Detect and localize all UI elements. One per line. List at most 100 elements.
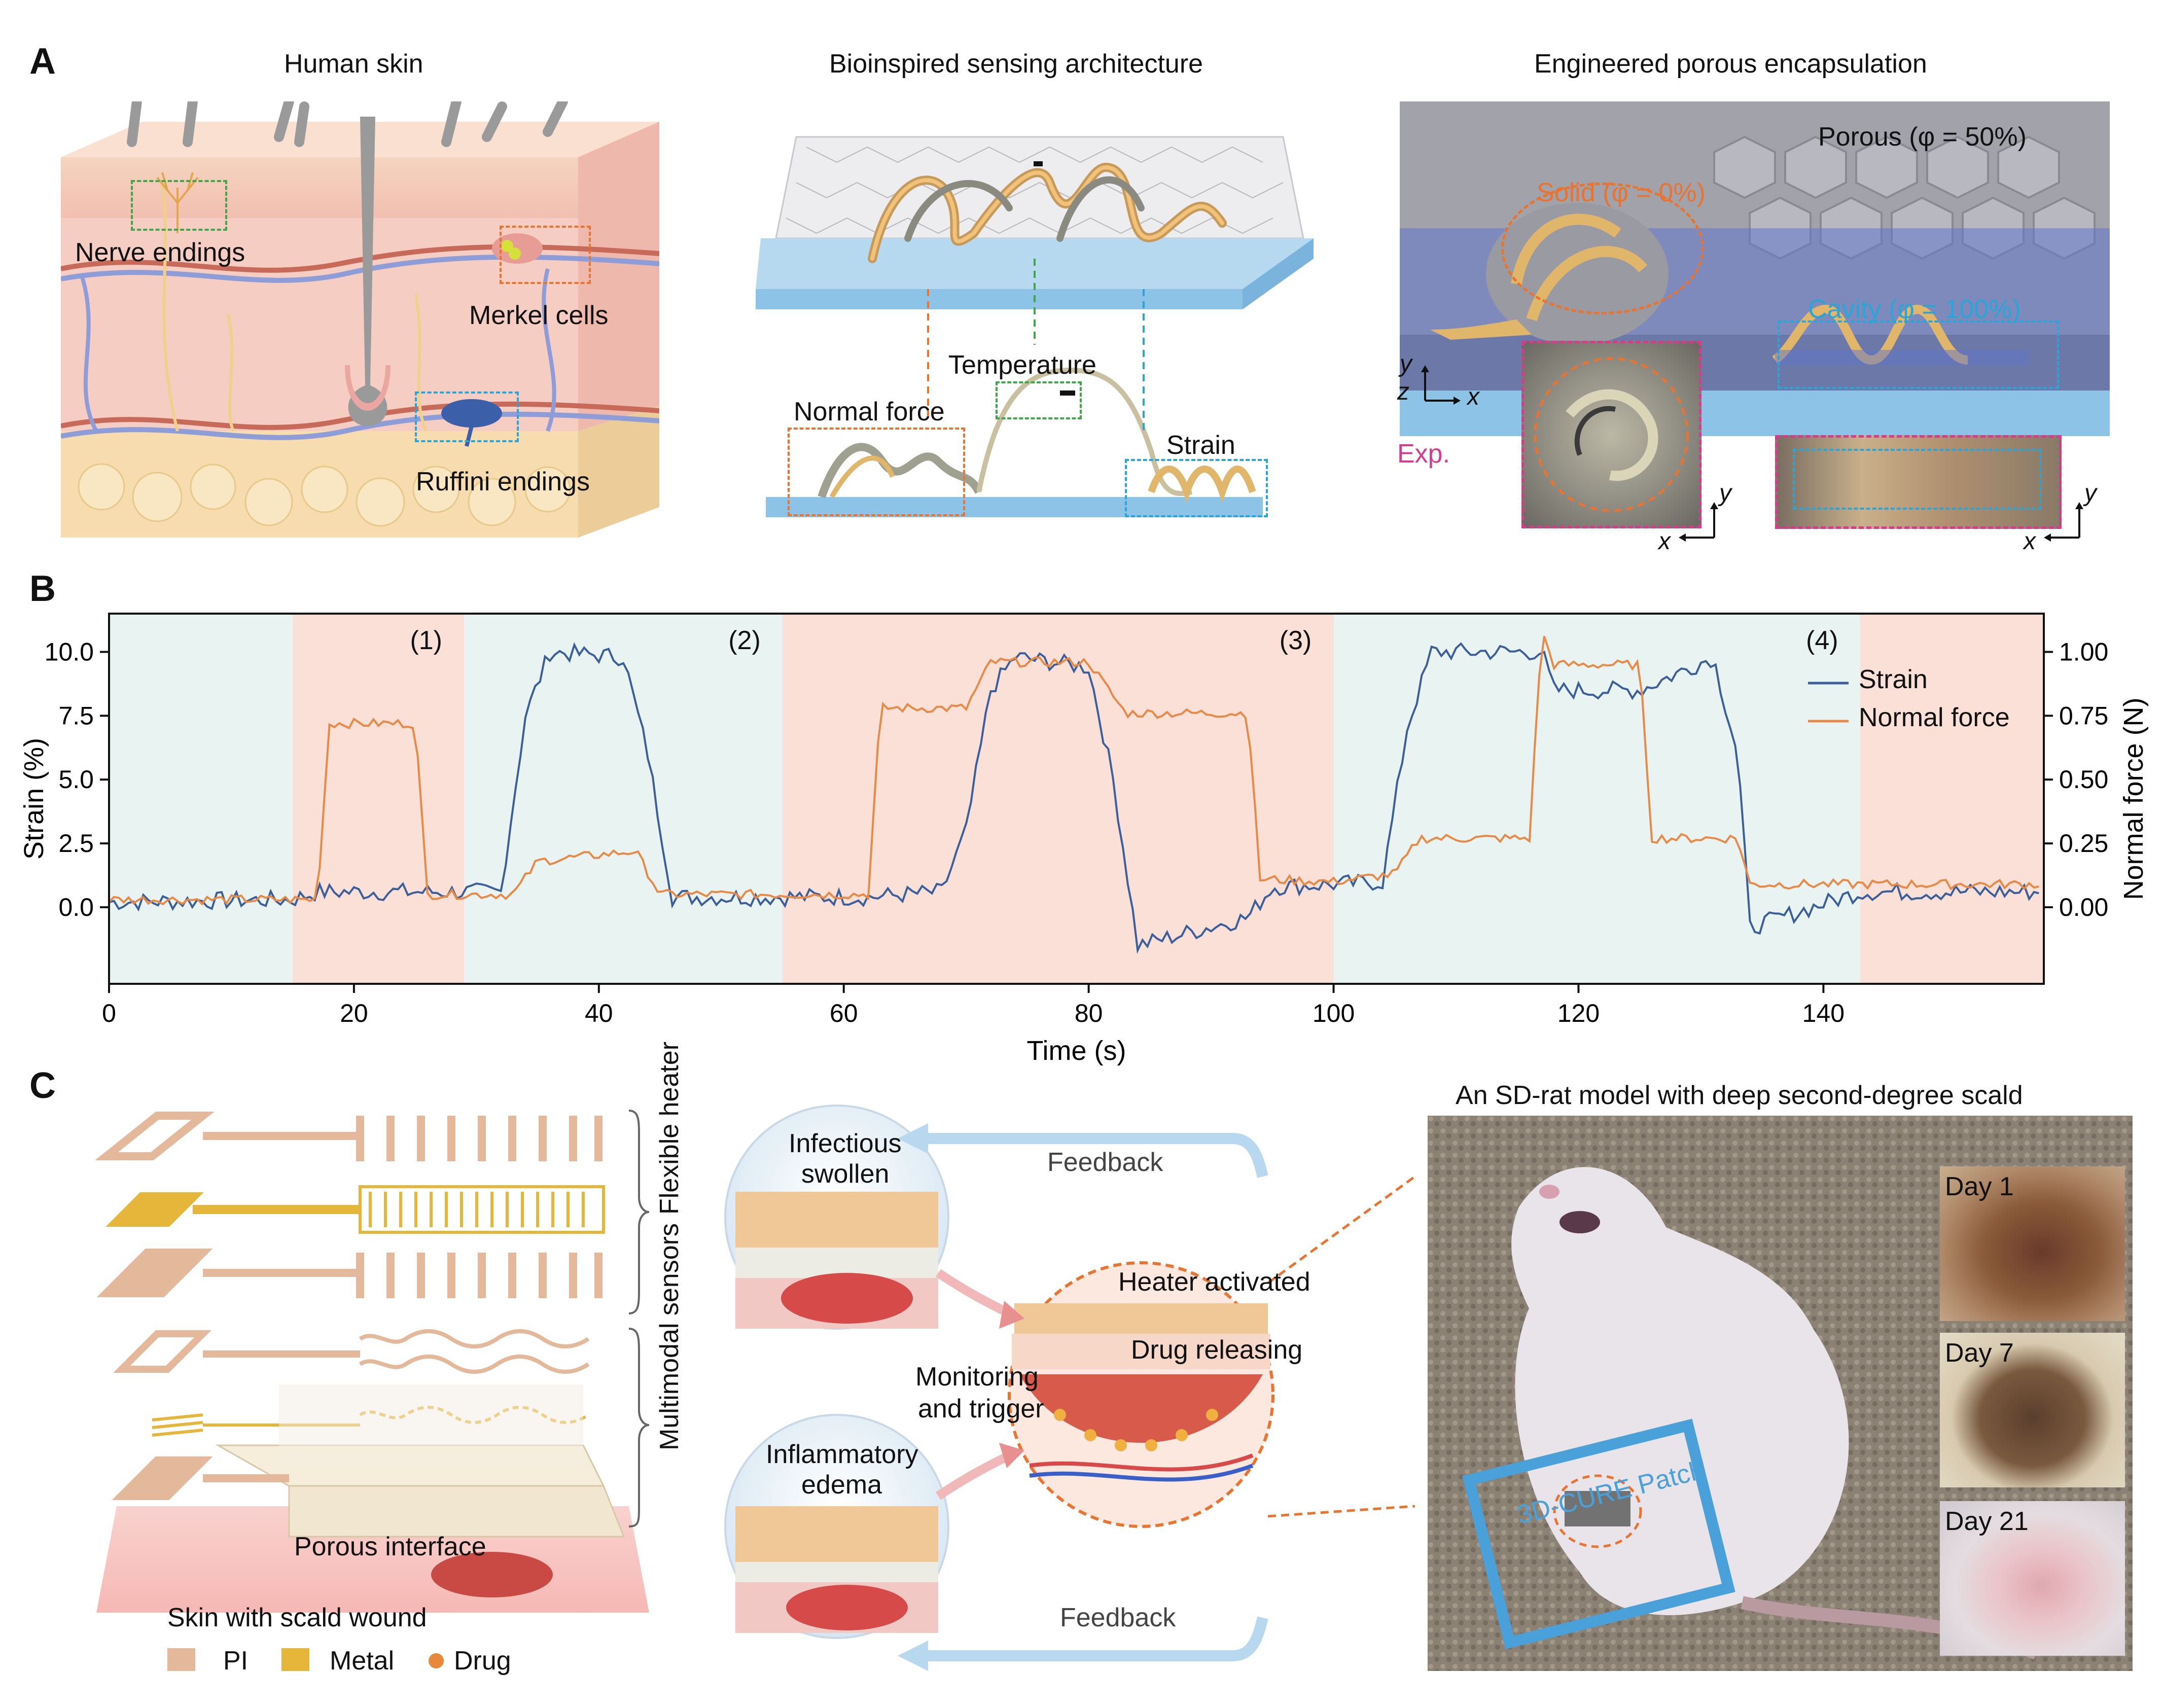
sensing-connectors [927, 259, 1145, 431]
porous-label: Porous (φ = 50%) [1818, 122, 2027, 152]
temperature-label: Temperature [948, 350, 1096, 380]
nerve-endings-label: Nerve endings [75, 238, 245, 267]
ruffini-endings-label: Ruffini endings [416, 467, 590, 496]
axis-x-label: x [1467, 383, 1479, 410]
skin-wound-label: Skin with scald wound [167, 1603, 427, 1632]
chart-region-label: (4) [1806, 626, 1838, 655]
axis-arrows [1421, 365, 1461, 405]
infectious-label-2: swollen [801, 1159, 890, 1189]
x-tick-label: 20 [340, 999, 368, 1027]
solid-region-ring [1501, 183, 1704, 314]
y2-tick-label: 0.50 [2059, 765, 2108, 794]
sensing-title: Bioinspired sensing architecture [829, 49, 1203, 79]
legend-drug-label: Drug [454, 1646, 511, 1676]
day7-photo [1940, 1333, 2125, 1487]
feedback-bottom-label: Feedback [1060, 1603, 1176, 1632]
infectious-label-1: Infectious [789, 1129, 902, 1158]
cavity-label: Cavity (φ = 100%) [1808, 295, 2021, 324]
exp-axis-2 [2044, 502, 2083, 542]
legend-force-label: Normal force [1859, 703, 2010, 732]
x-tick-label: 140 [1802, 999, 1845, 1027]
chart-region-5 [1860, 614, 2044, 984]
monitoring-label-1: Monitoring [915, 1362, 1039, 1392]
exp-axis-2-y: y [2084, 480, 2097, 507]
ruffini-box [415, 392, 519, 442]
exp-label: Exp. [1397, 439, 1450, 469]
feedback-top-label: Feedback [1047, 1148, 1163, 1177]
y2-tick-label: 1.00 [2059, 638, 2108, 666]
legend-metal-swatch [281, 1648, 309, 1671]
x-tick-label: 0 [102, 999, 116, 1027]
series-line-normal-force [108, 635, 2039, 906]
day21-label: Day 21 [1945, 1507, 2029, 1536]
x-tick-label: 60 [830, 999, 858, 1027]
chart-region-0 [109, 614, 293, 984]
exp-axis-1 [1679, 502, 1718, 542]
layer-braces [628, 1110, 650, 1527]
y-tick-label: 7.5 [58, 701, 94, 730]
porous-interface-label: Porous interface [294, 1532, 486, 1561]
y-tick-label: 10.0 [45, 638, 94, 666]
x-tick-label: 40 [585, 999, 613, 1027]
legend-pi-label: PI [223, 1646, 249, 1676]
chart-frame [108, 613, 2045, 985]
drug-releasing-label: Drug releasing [1131, 1335, 1303, 1365]
cavity-box [1778, 321, 2059, 389]
x-axis-label: Time (s) [1027, 1036, 1126, 1066]
solid-label: Solid (φ = 0%) [1537, 178, 1706, 207]
nerve-box [131, 180, 227, 231]
monitoring-label-2: and trigger [918, 1394, 1044, 1424]
sensing-illustration [756, 106, 1324, 543]
legend-strain-label: Strain [1859, 665, 1928, 694]
day7-label: Day 7 [1945, 1338, 2014, 1368]
day1-label: Day 1 [1945, 1172, 2014, 1201]
flexible-heater-label: Flexible heater [655, 1041, 684, 1215]
x-tick-label: 120 [1557, 999, 1600, 1027]
exp-axis-1-y: y [1719, 480, 1731, 507]
exp-photo-cavity [1775, 435, 2062, 529]
strain-label: Strain [1166, 431, 1235, 460]
y-tick-label: 0.0 [58, 893, 94, 921]
exp-axis-1-x: x [1658, 528, 1671, 555]
panel-b-label: B [29, 568, 56, 609]
skin-title: Human skin [284, 49, 423, 79]
chart-region-4 [1333, 614, 1860, 984]
inflammatory-label-2: edema [801, 1470, 882, 1500]
chart-region-label: (2) [728, 626, 761, 655]
multimodal-sensors-label: Multimodal sensors [655, 1223, 684, 1450]
y-axis-label: Strain (%) [19, 738, 49, 860]
y2-axis-label: Normal force (N) [2118, 697, 2149, 900]
chart-region-label: (1) [410, 626, 442, 655]
heater-activated-label: Heater activated [1118, 1267, 1310, 1297]
chart-region-3 [783, 614, 1334, 984]
day1-photo [1940, 1166, 2125, 1321]
axis-y-label: y [1400, 350, 1412, 377]
x-tick-label: 100 [1313, 999, 1355, 1027]
encapsulation-title: Engineered porous encapsulation [1534, 49, 1927, 79]
panel-a-label: A [29, 41, 56, 82]
legend-drug-dot [429, 1653, 444, 1668]
normal-force-box [788, 428, 965, 516]
chart-region-1 [293, 614, 465, 984]
day21-photo [1940, 1501, 2125, 1656]
normal-force-label: Normal force [794, 397, 945, 426]
legend-pi-swatch [167, 1648, 195, 1671]
skin-illustration [60, 96, 660, 538]
chart-region-2 [464, 614, 783, 984]
series-line-strain [109, 642, 2039, 954]
y-tick-label: 2.5 [58, 829, 94, 858]
strain-box [1125, 459, 1268, 517]
rat-title: An SD-rat model with deep second-degree … [1456, 1081, 2023, 1110]
y2-tick-label: 0.25 [2059, 829, 2108, 858]
chart-region-label: (3) [1280, 626, 1312, 655]
feedback-diagram [715, 1100, 1416, 1674]
merkel-box [500, 226, 591, 284]
merkel-cells-label: Merkel cells [469, 301, 609, 330]
y2-tick-label: 0.00 [2059, 893, 2108, 921]
legend-metal-label: Metal [330, 1646, 395, 1676]
y-tick-label: 5.0 [58, 765, 94, 794]
inflammatory-label-1: Inflammatory [766, 1440, 918, 1469]
exploded-layers-illustration [76, 1100, 659, 1663]
exp-photo-solid [1521, 341, 1701, 528]
